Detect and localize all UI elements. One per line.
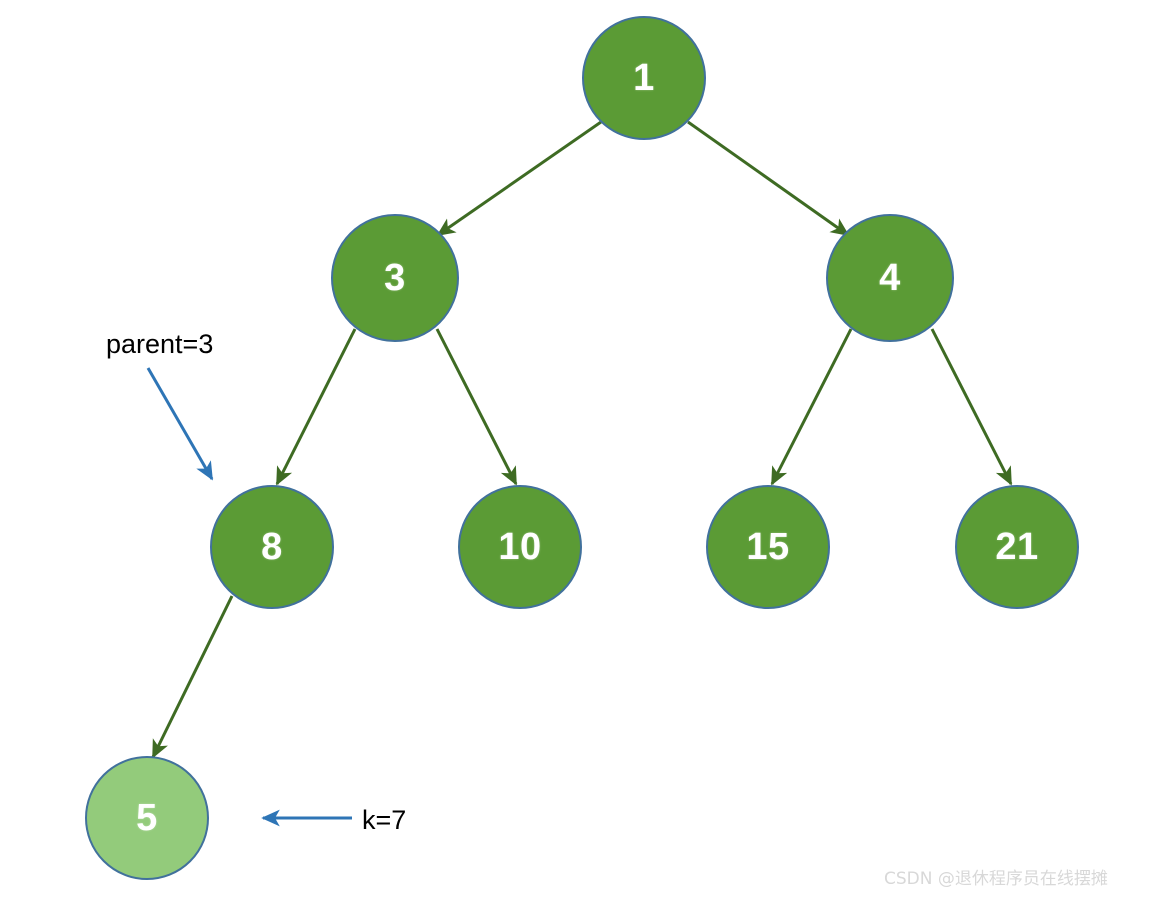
tree-edge-n4-to-n21 [930,328,1013,486]
tree-node-4[interactable]: 4 [826,214,954,342]
tree-edge-n3-to-n10 [435,328,518,486]
parent-label-arrow-icon [146,367,214,481]
parent-label: parent=3 [106,329,214,359]
tree-node-label: 5 [136,796,158,839]
tree-node-1[interactable]: 1 [582,16,706,140]
tree-node-label: 15 [746,525,790,568]
tree-node-label: 10 [498,525,542,568]
tree-node-10[interactable]: 10 [458,485,582,609]
tree-node-5[interactable]: 5 [85,756,209,880]
tree-edge-n3-to-n8 [275,328,357,486]
tree-node-21[interactable]: 21 [955,485,1079,609]
tree-edge-n1-to-n3 [436,120,602,237]
watermark: CSDN @退休程序员在线摆摊 [884,869,1108,889]
tree-edge-n1-to-n4 [687,120,850,237]
k-label: k=7 [362,805,407,835]
tree-node-label: 3 [384,256,406,299]
tree-node-3[interactable]: 3 [331,214,459,342]
tree-edges [151,120,1013,759]
tree-node-label: 1 [633,56,655,99]
tree-node-8[interactable]: 8 [210,485,334,609]
tree-node-label: 21 [995,525,1039,568]
annotation-arrows [146,367,352,827]
tree-edge-n4-to-n15 [770,328,853,486]
tree-edge-n8-to-n5 [151,595,234,759]
tree-node-label: 4 [879,256,901,299]
tree-node-label: 8 [261,525,283,568]
tree-node-15[interactable]: 15 [706,485,830,609]
